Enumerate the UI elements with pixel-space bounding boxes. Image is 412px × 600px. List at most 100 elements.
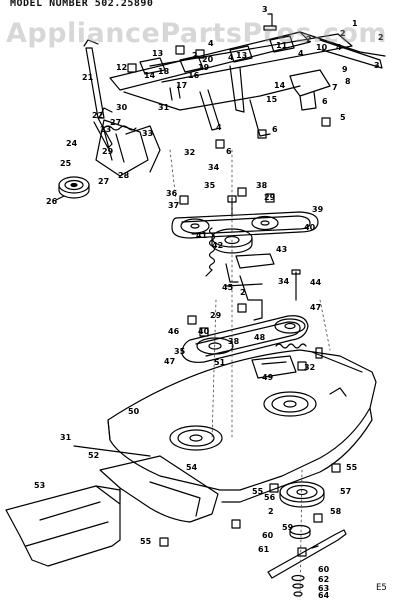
callout-2: 2 — [240, 288, 246, 297]
idler-bracket-43 — [225, 253, 275, 321]
callout-4: 4 — [208, 39, 214, 48]
callout-4: 4 — [336, 43, 342, 52]
callout-13: 13 — [152, 49, 163, 58]
callout-6: 6 — [272, 125, 278, 134]
callout-19: 19 — [198, 63, 210, 72]
callout-2: 2 — [268, 507, 274, 516]
callout-30: 30 — [116, 103, 128, 112]
belt-39 — [171, 211, 319, 239]
callout-38: 38 — [228, 337, 240, 346]
callout-10: 10 — [316, 43, 328, 52]
callout-37: 37 — [168, 201, 179, 210]
callout-42: 42 — [212, 241, 223, 250]
site-watermark: AppliancePartsPros.com — [6, 18, 388, 49]
callout-29: 29 — [210, 311, 222, 320]
callout-44: 44 — [310, 278, 322, 287]
callout-3: 3 — [262, 5, 268, 14]
blade-adapter-59 — [289, 524, 311, 540]
callout-11: 11 — [276, 41, 288, 50]
callout-14: 14 — [144, 71, 156, 80]
callout-60: 60 — [318, 565, 330, 574]
callout-22: 22 — [92, 111, 103, 120]
callout-35: 35 — [204, 181, 216, 190]
callout-16: 16 — [188, 71, 200, 80]
bracket-49 — [251, 355, 297, 379]
callout-2: 2 — [378, 33, 384, 42]
callout-5: 5 — [340, 113, 346, 122]
callout-31: 31 — [60, 433, 72, 442]
callout-20: 20 — [202, 55, 214, 64]
callout-18: 18 — [158, 67, 170, 76]
callout-51: 51 — [214, 358, 226, 367]
callout-55: 55 — [252, 487, 264, 496]
callout-43: 43 — [276, 245, 287, 254]
callout-labels: 1222222334444456667891011121313141415161… — [34, 5, 384, 600]
blade-hub-57 — [279, 481, 325, 508]
callout-48: 48 — [254, 333, 266, 342]
callout-2: 2 — [340, 29, 346, 38]
callout-23: 23 — [100, 125, 111, 134]
callout-32: 32 — [304, 363, 315, 372]
callout-31: 31 — [158, 103, 170, 112]
deflector-bracket-54 — [99, 455, 219, 523]
callout-2: 2 — [306, 35, 312, 44]
callout-29: 29 — [102, 147, 114, 156]
callout-8: 8 — [345, 77, 351, 86]
callout-14: 14 — [274, 81, 286, 90]
callout-56: 56 — [264, 493, 276, 502]
callout-53: 53 — [34, 481, 45, 490]
callout-45: 45 — [222, 283, 234, 292]
callout-2: 2 — [192, 51, 198, 60]
lift-linkage-assembly — [83, 31, 386, 137]
belt-47 — [181, 315, 309, 363]
spring-41 — [205, 227, 216, 277]
fasteners — [127, 13, 341, 557]
callout-38: 38 — [256, 181, 268, 190]
callout-13: 13 — [236, 51, 247, 60]
spindle-pulley-48 — [274, 318, 306, 334]
model-number: MODEL NUMBER 502.25890 — [10, 0, 154, 9]
callout-32: 32 — [184, 148, 195, 157]
callout-47: 47 — [164, 357, 175, 366]
mower-deck-50 — [107, 349, 377, 503]
idler-pulley-40 — [251, 215, 279, 231]
callout-41: 41 — [196, 231, 208, 240]
callout-39: 39 — [312, 205, 324, 214]
callout-63: 63 — [318, 584, 329, 593]
callout-26: 26 — [46, 197, 58, 206]
callout-47: 47 — [310, 303, 321, 312]
callout-62: 62 — [318, 575, 329, 584]
callout-15: 15 — [266, 95, 278, 104]
callout-49: 49 — [262, 373, 274, 382]
callout-36: 36 — [166, 189, 178, 198]
callout-50: 50 — [128, 407, 140, 416]
callout-34: 34 — [278, 277, 290, 286]
callout-21: 21 — [82, 73, 94, 82]
callout-4: 4 — [228, 53, 234, 62]
callout-24: 24 — [66, 139, 78, 148]
rod-52 — [73, 445, 151, 457]
callout-54: 54 — [186, 463, 198, 472]
bolt-44 — [291, 269, 301, 301]
page-code: E5 — [376, 583, 387, 593]
callout-33: 33 — [142, 129, 153, 138]
idler-pulley-37 — [180, 218, 210, 234]
callout-52: 52 — [88, 451, 99, 460]
washers-62-64 — [291, 574, 305, 597]
blade-61 — [267, 529, 347, 579]
spring-22 — [103, 125, 137, 131]
callout-64: 64 — [318, 591, 330, 600]
callout-61: 61 — [258, 545, 270, 554]
center-lines — [169, 149, 331, 600]
callout-1: 1 — [352, 19, 358, 28]
callout-55: 55 — [346, 463, 358, 472]
callout-6: 6 — [322, 97, 328, 106]
callout-57: 57 — [340, 487, 351, 496]
callout-27: 27 — [110, 118, 121, 127]
callout-9: 9 — [342, 65, 348, 74]
callout-4: 4 — [298, 49, 304, 58]
spring-38 — [275, 343, 307, 349]
callout-40: 40 — [304, 223, 316, 232]
callout-40: 40 — [198, 327, 210, 336]
callout-25: 25 — [60, 159, 72, 168]
